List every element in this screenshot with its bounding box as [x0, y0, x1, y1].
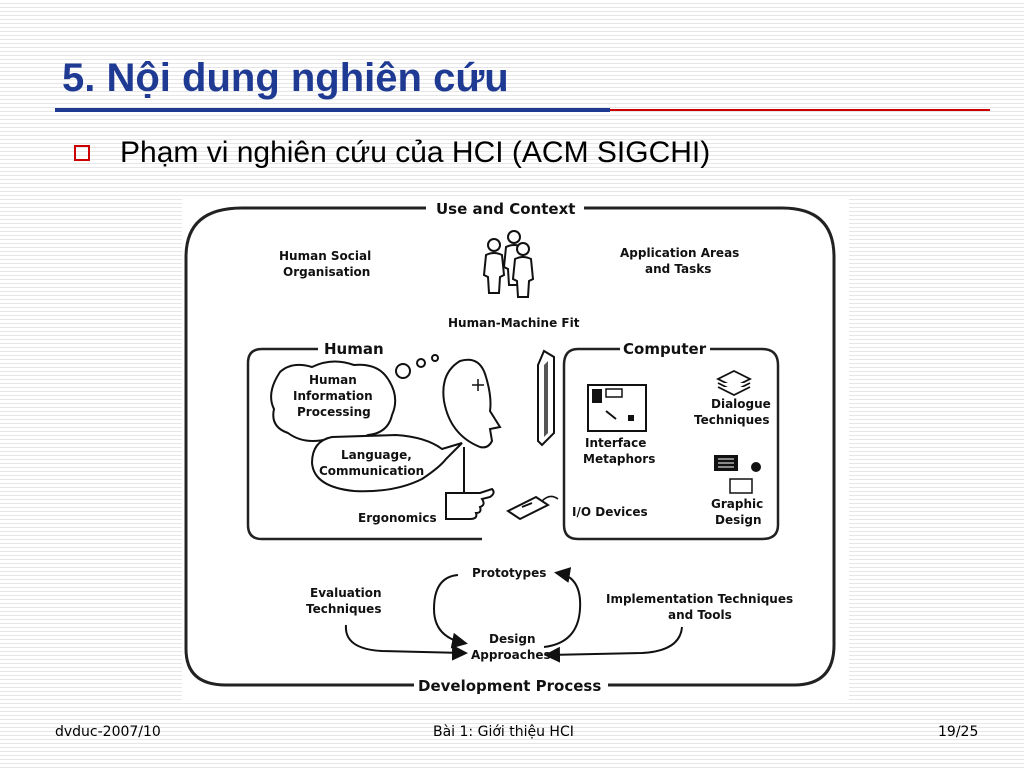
human-frame — [246, 347, 482, 541]
thought-bubble-small-2 — [416, 358, 426, 368]
human-machine-fit-label: Human-Machine Fit — [448, 316, 580, 330]
bullet-text: Phạm vi nghiên cứu của HCI (ACM SIGCHI) — [120, 136, 711, 169]
human-label: Human — [324, 340, 384, 358]
monitor-screen — [544, 361, 548, 437]
thought-cloud — [270, 360, 397, 443]
arrow-design-to-prototypes — [543, 567, 582, 648]
use-context-label: Use and Context — [436, 200, 575, 218]
dialogue-layers-icon — [715, 369, 753, 397]
evaluation-label-2: Techniques — [306, 602, 381, 616]
title-underline-red — [610, 109, 990, 111]
interface-label-1: Interface — [585, 436, 646, 450]
thought-bubble-small-3 — [431, 354, 439, 362]
prototypes-label: Prototypes — [472, 566, 546, 580]
evaluation-label-1: Evaluation — [310, 586, 382, 600]
arrow-implementation-to-design — [544, 626, 683, 663]
ergonomics-label: Ergonomics — [358, 511, 437, 525]
window-icon — [587, 384, 647, 432]
footer-lecture-title: Bài 1: Giới thiệu HCI — [433, 724, 574, 740]
design-label-1: Design — [489, 632, 536, 646]
slide-title: 5. Nội dung nghiên cứu — [62, 56, 509, 100]
footer-author-date: dvduc-2007/10 — [55, 724, 161, 740]
computer-label-bg — [620, 339, 710, 359]
hip-label-1: Human — [309, 373, 357, 387]
human-social-label-1: Human Social — [279, 249, 371, 263]
hip-label-2: Information — [293, 389, 373, 403]
io-devices-label: I/O Devices — [572, 505, 648, 519]
computer-frame — [562, 347, 780, 541]
implementation-label-2: and Tools — [668, 608, 732, 622]
implementation-label-1: Implementation Techniques — [606, 592, 793, 606]
arrow-evaluation-to-design — [344, 624, 468, 661]
design-label-2: Approaches — [471, 648, 551, 662]
language-label-1: Language, — [341, 448, 412, 462]
use-context-frame — [184, 206, 836, 687]
language-label-2: Communication — [319, 464, 424, 478]
graphic-design-icon — [714, 455, 761, 494]
people-icon — [482, 230, 535, 298]
title-underline-blue — [55, 108, 610, 112]
human-social-label-2: Organisation — [283, 265, 370, 279]
mouse-icon — [506, 495, 559, 521]
computer-label: Computer — [623, 340, 707, 358]
dialogue-label-1: Dialogue — [711, 397, 771, 411]
hip-label-3: Processing — [297, 405, 371, 419]
app-areas-label-2: and Tasks — [645, 262, 711, 276]
thought-bubble-small-1 — [395, 363, 411, 379]
speech-bubble — [310, 433, 463, 493]
square-bullet-icon — [74, 145, 90, 161]
head-profile-icon — [442, 358, 502, 449]
hci-scope-diagram: Use and Context Development Process Huma… — [184, 200, 836, 695]
dialogue-label-2: Techniques — [694, 413, 769, 427]
graphic-label-1: Graphic — [711, 497, 763, 511]
app-areas-label-1: Application Areas — [620, 246, 739, 260]
graphic-label-2: Design — [715, 513, 762, 527]
footer-page-number: 19/25 — [938, 724, 979, 740]
pointing-hand-icon — [445, 487, 495, 520]
eye-icon — [472, 379, 484, 391]
interface-label-2: Metaphors — [583, 452, 655, 466]
development-process-label: Development Process — [418, 677, 601, 695]
arrow-prototypes-to-design — [432, 574, 468, 649]
